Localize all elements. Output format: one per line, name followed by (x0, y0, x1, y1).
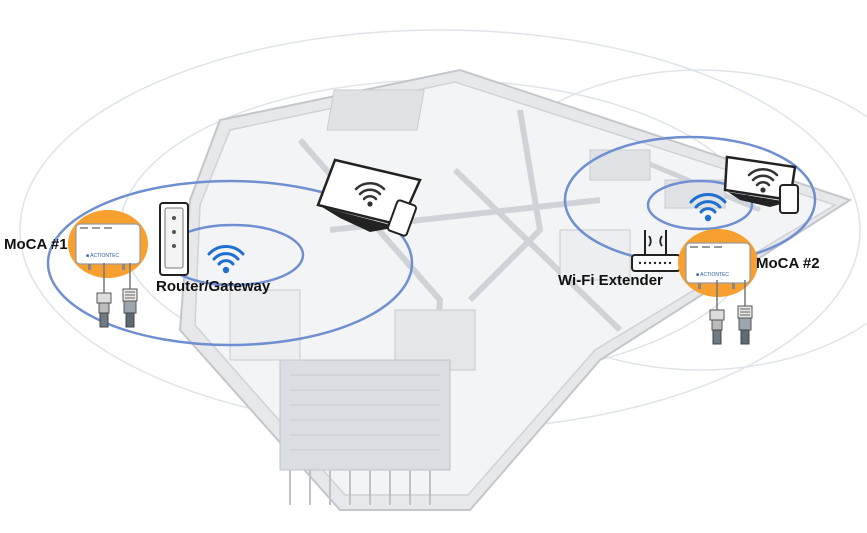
tablet-icon (779, 184, 799, 214)
wifi-extender-label: Wi-Fi Extender (558, 272, 663, 289)
moca2-label: MoCA #2 (756, 255, 820, 272)
tablet-icon (386, 199, 418, 237)
router-gateway-label: Router/Gateway (156, 278, 271, 295)
moca-adapter-icon (67, 209, 149, 279)
moca1-label: MoCA #1 (4, 236, 68, 253)
moca-adapter-icon (677, 228, 759, 298)
router-icon (159, 202, 189, 276)
house-floorplan (178, 68, 853, 511)
